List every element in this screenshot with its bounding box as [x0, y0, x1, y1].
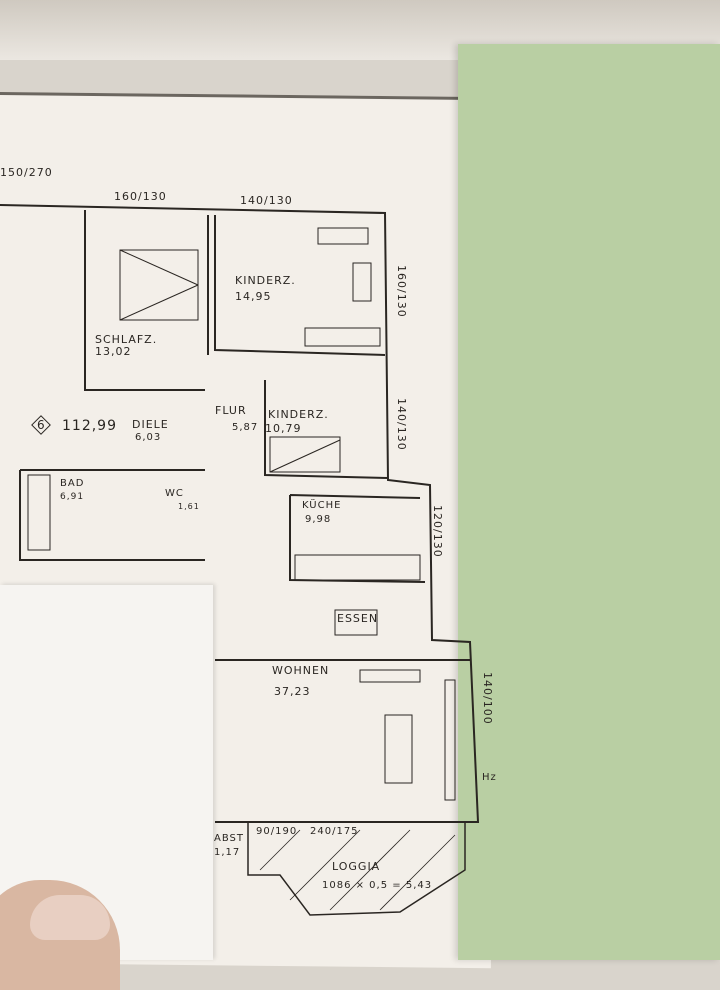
room-name: DIELE — [132, 418, 169, 431]
room-name: KINDERZ. — [268, 408, 329, 421]
room-name: ABST — [214, 833, 244, 844]
window-dim: 90/190 — [256, 826, 298, 837]
wall-kinder2 — [264, 380, 389, 479]
loggia — [247, 822, 466, 916]
room-area: 1086 × 0,5 = 5,43 — [322, 880, 433, 891]
wall-bath — [19, 469, 205, 561]
window-dim: 240/175 — [310, 826, 359, 837]
loggia-hatching — [259, 829, 456, 911]
wall-schlaf — [84, 210, 209, 391]
green-paper — [458, 44, 720, 960]
unit-total-area: 112,99 — [62, 418, 117, 434]
room-name: WOHNEN — [272, 664, 330, 677]
outer-walls — [0, 204, 480, 823]
room-name: LOGGIA — [332, 860, 381, 873]
room-area: 1,17 — [214, 847, 241, 858]
window-dim: 120/130 — [431, 505, 444, 558]
window-dim: 140/130 — [395, 398, 408, 451]
window-dim: 140/100 — [481, 672, 494, 725]
room-area: 37,23 — [274, 685, 311, 698]
wall-kinder1 — [214, 215, 386, 356]
room-area: 14,95 — [235, 290, 272, 303]
room-name: KINDERZ. — [235, 274, 296, 287]
room-name: KÜCHE — [302, 500, 342, 511]
room-name: ESSEN — [337, 612, 379, 625]
room-area: 13,02 — [95, 345, 132, 358]
room-area: 5,87 — [232, 422, 259, 433]
room-area: 9,98 — [305, 514, 332, 525]
room-name: SCHLAFZ. — [95, 333, 158, 346]
window-dim: 140/130 — [240, 194, 293, 207]
wall-kueche — [289, 494, 426, 583]
room-name: BAD — [60, 478, 85, 489]
floor-plan-drawing — [0, 204, 480, 916]
room-name: FLUR — [215, 404, 247, 417]
unit-number: 6 — [37, 418, 46, 432]
heating-label: Hz — [482, 772, 497, 783]
room-area: 10,79 — [265, 422, 302, 435]
room-area: 6,91 — [60, 492, 85, 502]
room-area: 6,03 — [135, 432, 162, 443]
fingernail — [30, 895, 110, 940]
room-area: 1,61 — [178, 502, 200, 511]
room-name: WC — [165, 488, 184, 499]
furniture — [27, 227, 456, 801]
window-dim: 150/270 — [0, 166, 53, 179]
window-dim: 160/130 — [114, 190, 167, 203]
window-dim: 160/130 — [395, 265, 408, 318]
